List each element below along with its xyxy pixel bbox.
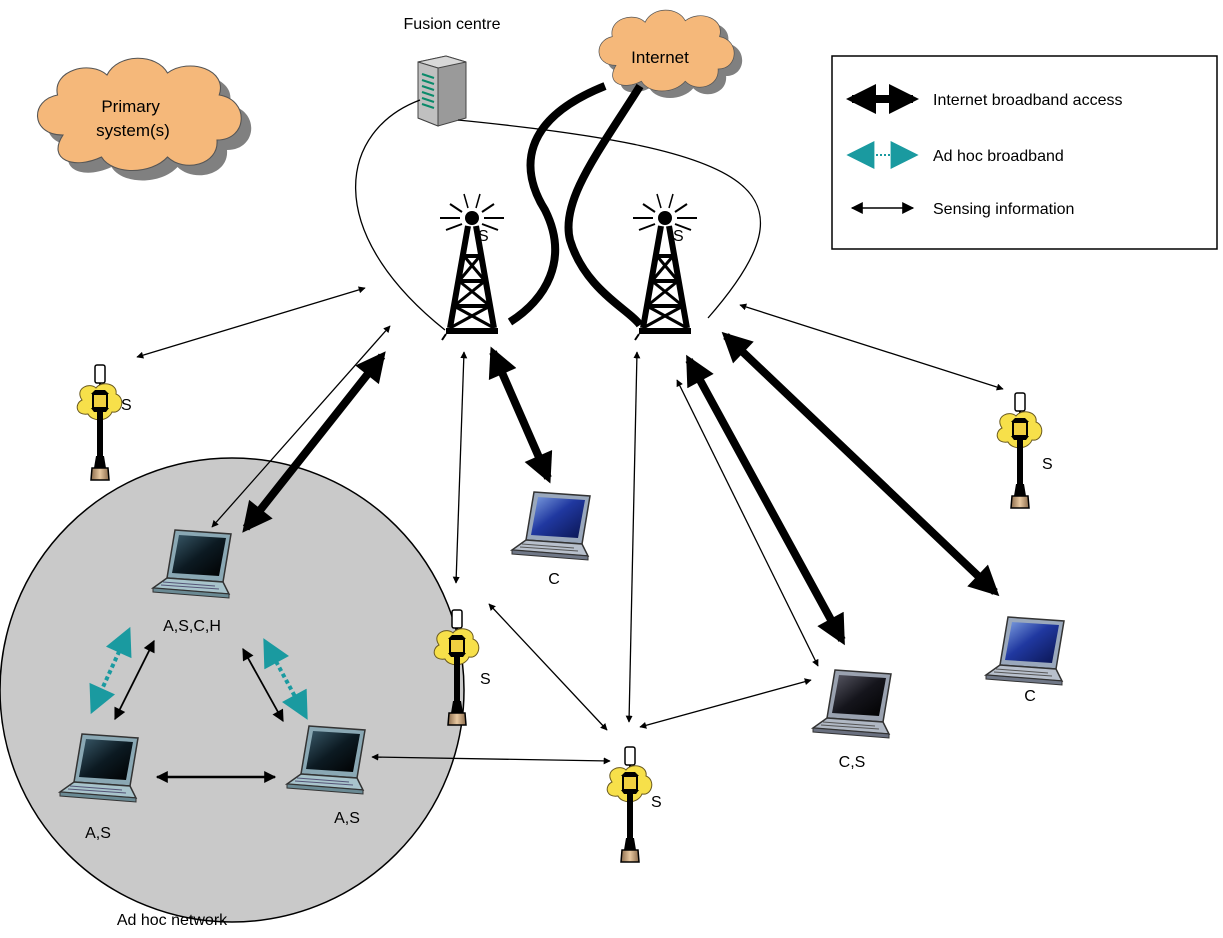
adhoc-broadband-top-left	[89, 626, 132, 715]
sensing-arrow-lamp-center	[452, 351, 468, 584]
primary-system-label: Primary system(s)	[96, 97, 170, 140]
legend-label-adhoc-broadband: Ad hoc broadband	[933, 148, 1064, 165]
server-icon	[417, 55, 467, 127]
laptop-center: C	[511, 491, 591, 588]
lamp-bottom-label: S	[651, 794, 662, 811]
lamp-right: S	[996, 392, 1053, 509]
lamp-center-label: S	[480, 671, 491, 688]
sensing-arrow-bottom-cs	[639, 678, 812, 729]
legend-label-sensing: Sensing information	[933, 201, 1074, 218]
adhoc-internal-links	[89, 626, 308, 783]
primary-system-cloud: Primary system(s)	[36, 57, 252, 181]
tower-right: S	[633, 194, 697, 340]
fusion-link-left-tower	[355, 99, 446, 331]
tower-left: S	[440, 194, 504, 340]
internet-label: Internet	[631, 48, 689, 67]
tower-right-label: S	[673, 228, 684, 245]
laptop-right: C	[985, 616, 1065, 705]
fusion-centre-label: Fusion centre	[404, 16, 501, 33]
sensing-arrow-laptop-cs	[676, 379, 819, 667]
lamp-center: S	[433, 609, 491, 726]
broadband-arrow-laptop-cs	[685, 354, 846, 646]
tower-left-label: S	[478, 228, 489, 245]
sensing-arrow-lamp-center-bottom	[488, 603, 608, 731]
laptop-adhoc-right: A,S	[286, 725, 366, 827]
fusion-link-right-tower	[457, 119, 762, 319]
broadband-arrow-laptop-right	[721, 331, 1000, 597]
laptop-adhoc-left-label: A,S	[85, 825, 111, 842]
laptop-right-label: C	[1024, 688, 1036, 705]
laptop-center-label: C	[548, 571, 560, 588]
broadband-arrow-laptop-center	[488, 346, 553, 484]
laptop-adhoc-left: A,S	[59, 733, 139, 842]
sensing-arrow-lamp-right	[739, 303, 1004, 391]
internet-link-right-tower	[564, 83, 644, 328]
lamp-left: S	[76, 364, 132, 481]
lamp-left-label: S	[121, 397, 132, 414]
sensing-links	[136, 286, 1004, 765]
laptop-cs: C,S	[812, 669, 892, 771]
internet-link-left-tower	[507, 82, 607, 326]
adhoc-network-area	[0, 457, 465, 923]
sensing-arrow-adhoc-tower	[211, 325, 391, 528]
laptop-adhoc-top-label: A,S,C,H	[163, 618, 221, 635]
internet-cloud: Internet	[598, 9, 743, 98]
adhoc-network-label: Ad hoc network	[117, 912, 228, 929]
lamp-bottom: S	[606, 746, 662, 863]
sensing-arrow-lamp-bottom	[625, 351, 641, 723]
legend: Internet broadband access Ad hoc broadba…	[831, 55, 1218, 250]
sensing-arrow-adhoc-bottom	[371, 753, 611, 765]
laptop-cs-label: C,S	[839, 754, 866, 771]
sensing-arrow-lamp-left	[136, 286, 366, 359]
laptop-adhoc-right-label: A,S	[334, 810, 360, 827]
legend-label-internet-broadband: Internet broadband access	[933, 92, 1122, 109]
lamp-right-label: S	[1042, 456, 1053, 473]
laptop-adhoc-top: A,S,C,H	[152, 529, 232, 635]
